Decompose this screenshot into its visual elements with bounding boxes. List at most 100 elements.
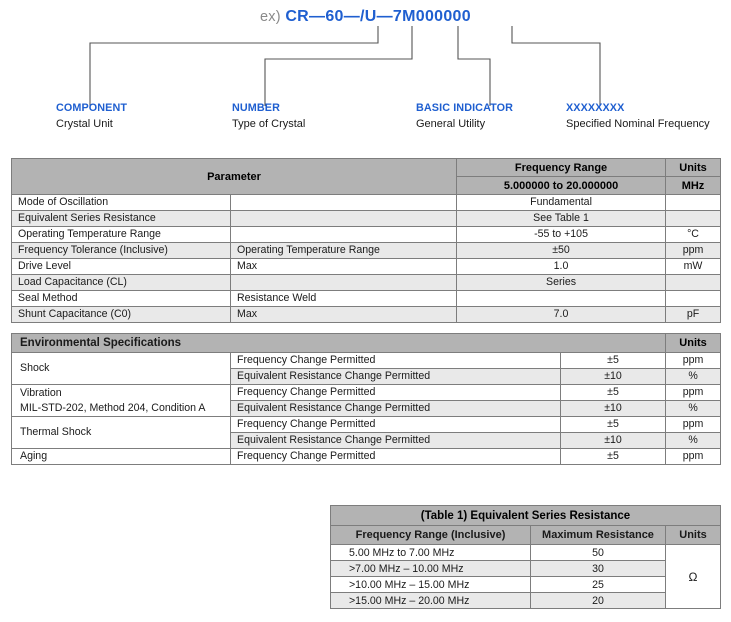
cell-unit: ppm [665, 384, 722, 401]
cell-test-name: Equivalent Resistance Change Permitted [230, 368, 561, 385]
table-row: Frequency Tolerance (Inclusive)Operating… [11, 242, 722, 259]
cell-unit [665, 194, 722, 211]
cell-unit: % [665, 400, 722, 417]
table1-title: (Table 1) Equivalent Series Resistance [329, 505, 722, 526]
part-number-prefix: ex) [260, 9, 281, 25]
cell-frequency-range: >10.00 MHz – 15.00 MHz [330, 576, 531, 593]
cell-value: 7.0 [456, 306, 667, 323]
callout-number: NUMBER Type of Crystal [232, 101, 402, 132]
callout-nominal-frequency: XXXXXXXX Specified Nominal Frequency [566, 101, 716, 132]
cell-parameter: Drive Level [11, 258, 231, 275]
table-row: Equivalent Series Resistance See Table 1 [11, 210, 722, 227]
cell-unit [665, 274, 722, 291]
env-group-name: Thermal Shock [11, 416, 231, 449]
cell-unit: pF [665, 306, 722, 323]
cell-value: See Table 1 [456, 210, 667, 227]
cell-condition: Max [229, 306, 458, 323]
cell-value [456, 290, 667, 307]
cell-maximum-resistance: 50 [530, 544, 666, 561]
cell-frequency-range: >7.00 MHz – 10.00 MHz [330, 560, 531, 577]
cell-unit: % [665, 368, 722, 385]
env-group-label: Aging [20, 450, 48, 463]
callout-component-sub: Crystal Unit [56, 118, 113, 130]
callout-number-sub: Type of Crystal [232, 118, 306, 130]
cell-value: ±5 [559, 384, 667, 401]
callout-number-title: NUMBER [232, 102, 280, 114]
cell-value: ±5 [559, 448, 667, 465]
cell-frequency-range: 5.00 MHz to 7.00 MHz [330, 544, 531, 561]
table-row: Operating Temperature Range-55 to +105°C [11, 226, 722, 243]
cell-parameter: Frequency Tolerance (Inclusive) [11, 242, 231, 259]
cell-unit: ppm [665, 416, 722, 433]
cell-condition [229, 274, 458, 291]
cell-unit: °C [665, 226, 722, 243]
part-number-diagram: ex) CR—60—/U—7M000000 COMPONENT Crystal … [0, 0, 731, 152]
cell-value: 1.0 [456, 258, 667, 275]
callout-nominal-frequency-title: XXXXXXXX [566, 102, 625, 114]
cell-unit: % [665, 432, 722, 449]
callout-basic-indicator: BASIC INDICATOR General Utility [416, 101, 586, 132]
header-units-value: MHz [665, 176, 722, 195]
specification-table-head: Parameter Frequency Range Units 5.000000… [10, 158, 722, 195]
table-header-subrow: 5.000000 to 20.000000 MHz [12, 176, 722, 195]
cell-maximum-resistance: 20 [530, 592, 666, 609]
cell-parameter: Load Capacitance (CL) [11, 274, 231, 291]
cell-unit: ppm [665, 352, 722, 369]
cell-condition: Max [229, 258, 458, 275]
cell-unit: ppm [665, 448, 722, 465]
header-environmental-specifications: Environmental Specifications [10, 333, 667, 353]
cell-unit [665, 210, 722, 227]
header-environmental-units: Units [665, 333, 722, 353]
cell-test-name: Equivalent Resistance Change Permitted [230, 400, 561, 417]
cell-unit-symbol: Ω [664, 544, 722, 609]
cell-value: Fundamental [456, 194, 667, 211]
cell-value: ±50 [456, 242, 667, 259]
header-units: Units [665, 158, 722, 177]
table-header-row: Environmental Specifications Units [10, 333, 722, 353]
cell-test-name: Frequency Change Permitted [230, 448, 561, 465]
cell-parameter: Seal Method [11, 290, 231, 307]
table1-container: (Table 1) Equivalent Series Resistance F… [329, 505, 722, 609]
cell-maximum-resistance: 25 [530, 576, 666, 593]
table1-col-maximum-resistance: Maximum Resistance [530, 525, 666, 545]
cell-condition: Resistance Weld [229, 290, 458, 307]
callout-basic-indicator-sub: General Utility [416, 118, 486, 130]
cell-parameter: Shunt Capacitance (C0) [11, 306, 231, 323]
cell-value: ±5 [559, 352, 667, 369]
cell-test-name: Equivalent Resistance Change Permitted [230, 432, 561, 449]
table-row: Equivalent Resistance Change Permitted±1… [11, 432, 722, 449]
env-group-label: Vibration [20, 387, 62, 399]
cell-maximum-resistance: 30 [530, 560, 666, 577]
header-frequency-range-value: 5.000000 to 20.000000 [456, 176, 667, 195]
cell-unit: mW [665, 258, 722, 275]
cell-condition [229, 226, 458, 243]
cell-value: -55 to +105 [456, 226, 667, 243]
table1-col-units: Units [664, 525, 722, 545]
cell-unit: ppm [665, 242, 722, 259]
cell-test-name: Frequency Change Permitted [230, 416, 561, 433]
environmental-table-head: Environmental Specifications Units [10, 333, 722, 353]
header-frequency-range: Frequency Range [456, 158, 667, 177]
header-parameter: Parameter [10, 158, 458, 195]
cell-test-name: Frequency Change Permitted [230, 384, 561, 401]
cell-value: ±5 [559, 416, 667, 433]
table1-equivalent-series-resistance: (Table 1) Equivalent Series Resistance F… [329, 505, 722, 609]
part-number-line: ex) CR—60—/U—7M000000 [0, 8, 731, 26]
cell-test-name: Frequency Change Permitted [230, 352, 561, 369]
cell-value: ±10 [559, 432, 667, 449]
callout-basic-indicator-title: BASIC INDICATOR [416, 102, 514, 114]
callout-component: COMPONENT Crystal Unit [56, 101, 226, 132]
cell-parameter: Equivalent Series Resistance [11, 210, 231, 227]
env-group-name: Shock [11, 352, 231, 385]
env-group-label: Shock [20, 362, 50, 375]
part-number-code: CR—60—/U—7M000000 [285, 8, 471, 25]
cell-condition [229, 194, 458, 211]
